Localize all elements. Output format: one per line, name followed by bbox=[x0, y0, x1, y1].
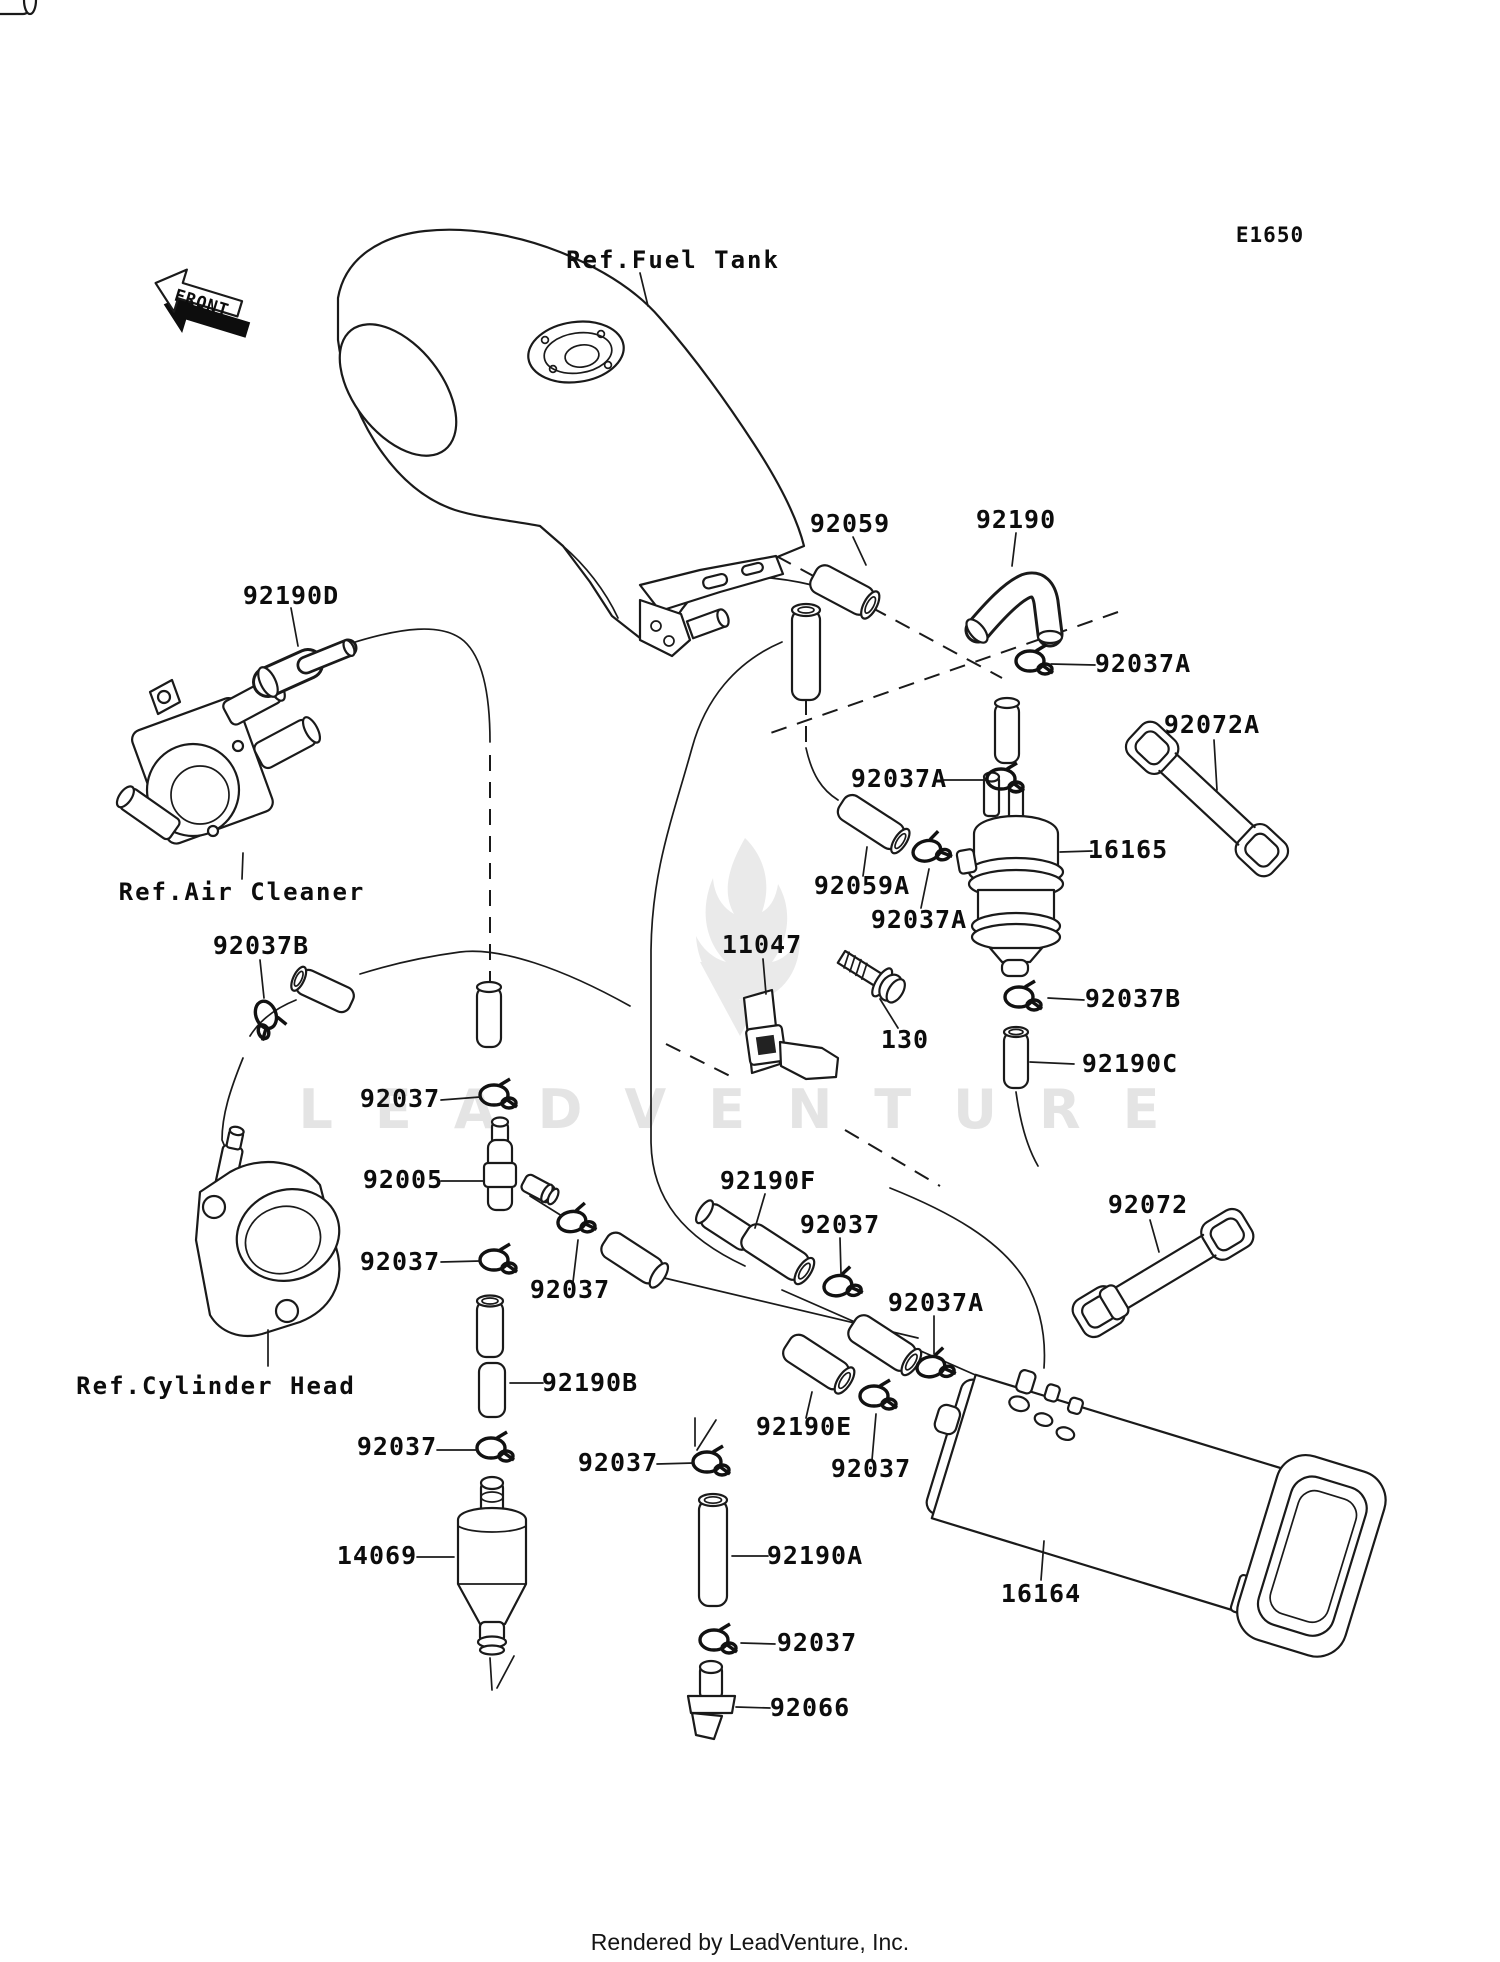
label-92059A: 92059A bbox=[814, 871, 910, 900]
label-16164: 16164 bbox=[1001, 1579, 1081, 1608]
hose-92190D-drawing bbox=[252, 638, 358, 698]
hose-clip-drawing bbox=[1003, 979, 1044, 1012]
leader-lines bbox=[241, 272, 1218, 1709]
label-16165: 16165 bbox=[1088, 835, 1168, 864]
plug-92066-drawing bbox=[686, 1659, 737, 1741]
label-92037-2: 92037 bbox=[800, 1210, 880, 1239]
label-92037B-right: 92037B bbox=[1085, 984, 1181, 1013]
hose-clip-drawing bbox=[475, 1430, 516, 1463]
hose-clip-drawing bbox=[247, 994, 291, 1043]
label-92072A: 92072A bbox=[1164, 710, 1260, 739]
label-92190A: 92190A bbox=[767, 1541, 863, 1570]
bracket-11047-drawing bbox=[742, 988, 840, 1081]
chevron-watermark-icon bbox=[700, 962, 780, 1036]
labels: Ref.Fuel Tank E1650 Ref.Air Cleaner Ref.… bbox=[76, 223, 1304, 1722]
label-92037-3: 92037 bbox=[360, 1247, 440, 1276]
label-92037A-1: 92037A bbox=[1095, 649, 1191, 678]
label-92190D: 92190D bbox=[243, 581, 339, 610]
label-92037-4: 92037 bbox=[530, 1275, 610, 1304]
fitting-92005-drawing bbox=[482, 1116, 560, 1212]
ref-fuel-tank-label: Ref.Fuel Tank bbox=[566, 246, 780, 274]
hose-clip-drawing bbox=[691, 1444, 732, 1477]
footer-credit: Rendered by LeadVenture, Inc. bbox=[591, 1929, 909, 1955]
label-11047: 11047 bbox=[722, 930, 802, 959]
label-92037-7: 92037 bbox=[831, 1454, 911, 1483]
hose-clip-drawing bbox=[819, 1263, 865, 1303]
ref-air-cleaner-label: Ref.Air Cleaner bbox=[119, 878, 366, 906]
label-92066: 92066 bbox=[770, 1693, 850, 1722]
ref-cylinder-head-label: Ref.Cylinder Head bbox=[76, 1372, 356, 1400]
label-92037-8: 92037 bbox=[777, 1628, 857, 1657]
label-92037A-3: 92037A bbox=[871, 905, 967, 934]
label-92059: 92059 bbox=[810, 509, 890, 538]
label-92037A-4: 92037A bbox=[888, 1288, 984, 1317]
cylinder-head-drawing bbox=[194, 1125, 341, 1338]
label-92037-1: 92037 bbox=[360, 1084, 440, 1113]
air-cleaner-drawing bbox=[0, 0, 322, 845]
label-92037B-left: 92037B bbox=[213, 931, 309, 960]
label-92005: 92005 bbox=[363, 1165, 443, 1194]
hose-clip-drawing bbox=[858, 1378, 899, 1411]
label-92190: 92190 bbox=[976, 505, 1056, 534]
hose-clip-drawing bbox=[907, 827, 955, 869]
label-92037-6: 92037 bbox=[578, 1448, 658, 1477]
label-92037-5: 92037 bbox=[357, 1432, 437, 1461]
tube-drawings bbox=[290, 564, 1030, 1608]
hose-clip-drawing bbox=[553, 1200, 599, 1239]
canister-16164-drawing bbox=[925, 1369, 1387, 1658]
label-92190F: 92190F bbox=[720, 1166, 816, 1195]
label-92037A-2: 92037A bbox=[851, 764, 947, 793]
label-92190C: 92190C bbox=[1082, 1049, 1178, 1078]
hose-clip-drawing bbox=[478, 1242, 519, 1275]
bolt-130-drawing bbox=[836, 949, 906, 1004]
label-92190E: 92190E bbox=[756, 1412, 852, 1441]
hose-clip-drawing bbox=[1014, 643, 1055, 676]
front-arrow: FRONT bbox=[154, 268, 251, 338]
flame-watermark-icon bbox=[696, 838, 800, 1002]
label-92190B: 92190B bbox=[542, 1368, 638, 1397]
label-92072: 92072 bbox=[1108, 1190, 1188, 1219]
hose-clip-drawing bbox=[698, 1622, 739, 1655]
diagram-code: E1650 bbox=[1236, 223, 1304, 247]
strap-92072-drawing bbox=[1071, 1207, 1255, 1339]
fuel-tank-drawing bbox=[336, 228, 806, 658]
label-14069: 14069 bbox=[337, 1541, 417, 1570]
canister-16165-drawing bbox=[955, 771, 1065, 978]
hose-92190-drawing bbox=[964, 571, 1064, 648]
label-130: 130 bbox=[881, 1025, 929, 1054]
filter-14069-drawing bbox=[456, 1475, 528, 1691]
strap-92072A-drawing bbox=[1124, 720, 1290, 878]
